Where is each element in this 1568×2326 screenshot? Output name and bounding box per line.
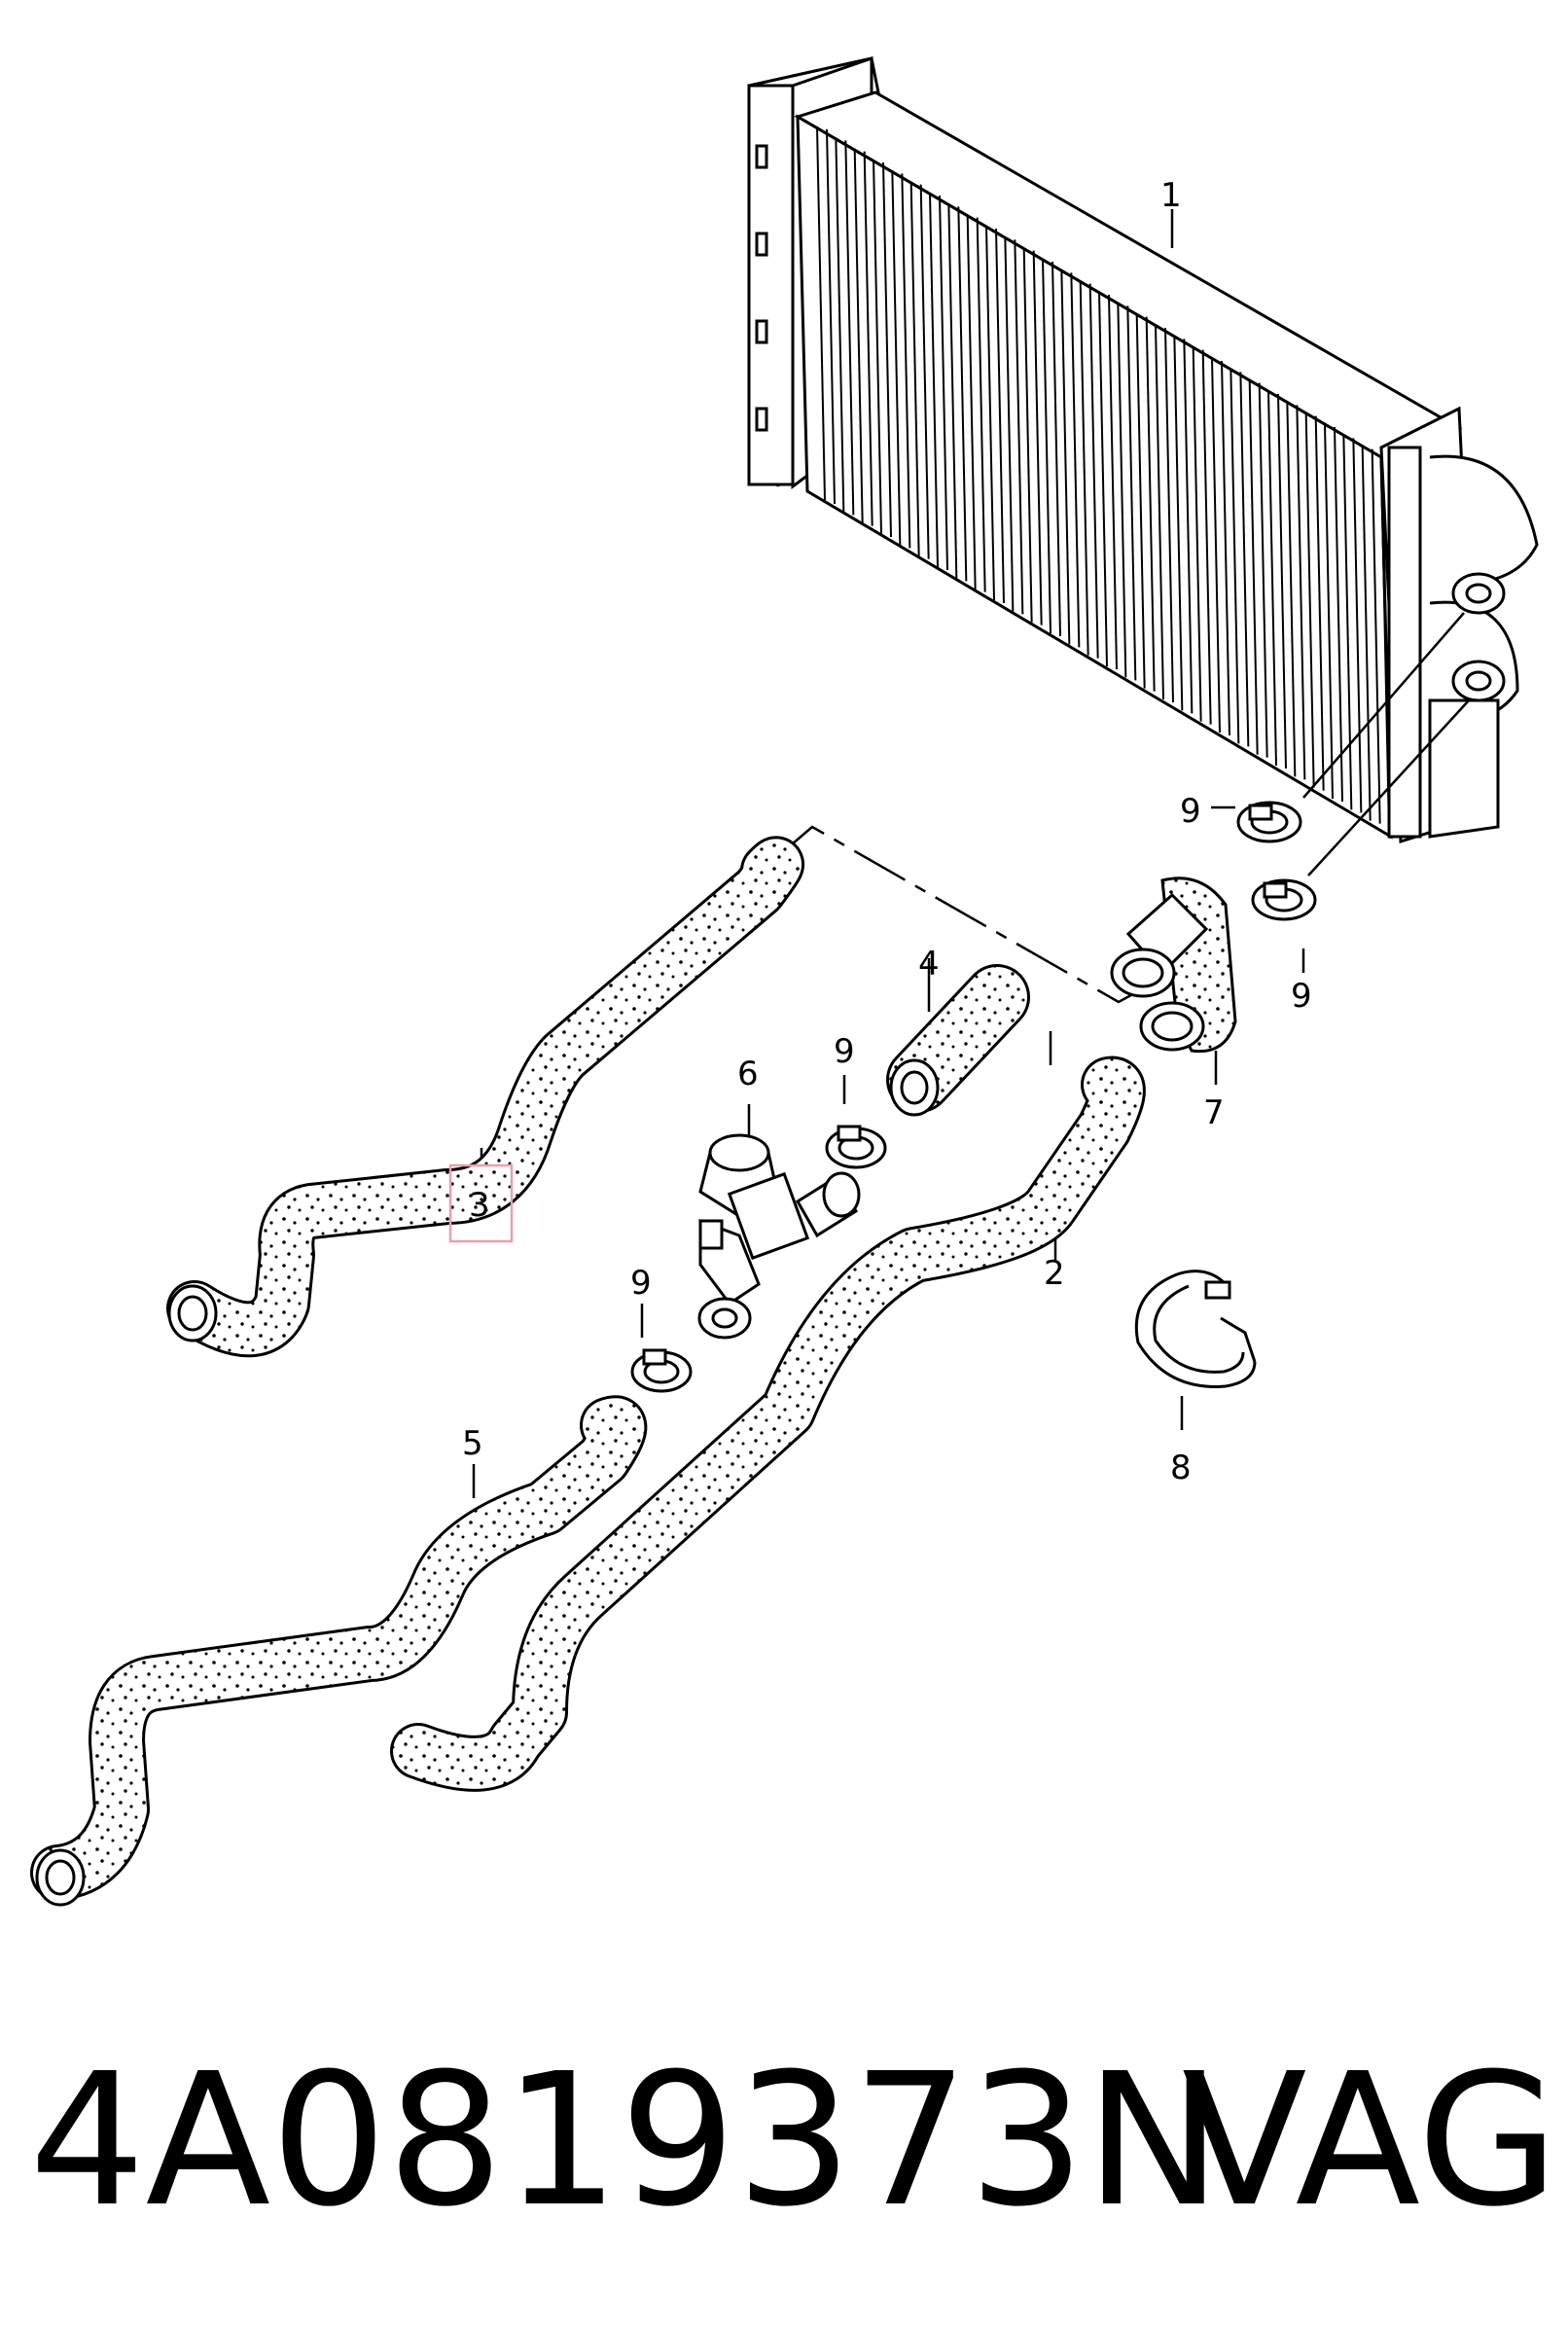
coolant-hose-icon	[886, 964, 1030, 1117]
radiator-fin	[1324, 423, 1334, 800]
radiator-fin	[919, 184, 930, 559]
radiator-fin	[1267, 390, 1277, 767]
coolant-hose-icon	[390, 1056, 1146, 1792]
callout-5: 5	[462, 1424, 483, 1463]
radiator-fin	[1352, 438, 1363, 813]
radiator-fin	[1304, 412, 1315, 788]
radiator-fin	[1361, 446, 1372, 821]
radiator-fin	[901, 173, 911, 549]
radiator-fin	[1032, 250, 1043, 626]
radiator-fin	[873, 159, 882, 535]
radiator-fin	[1014, 239, 1024, 615]
radiator-fin	[1192, 346, 1202, 722]
radiator-fin	[1277, 393, 1287, 769]
radiator-fin	[1173, 336, 1184, 711]
radiator-fin	[985, 225, 995, 601]
radiator-fin	[853, 148, 864, 523]
radiator-fin	[1088, 283, 1099, 659]
coolant-hose-icon	[30, 1395, 648, 1907]
hose-clamp-icon	[825, 1125, 887, 1169]
radiator-fin	[1221, 360, 1230, 736]
radiator-fin	[1051, 261, 1061, 637]
callout-2: 2	[1044, 1254, 1065, 1293]
radiator-fin	[835, 137, 845, 513]
radiator-fin	[816, 125, 826, 502]
radiator-fin	[947, 203, 958, 579]
heater-core-icon	[747, 55, 1539, 844]
radiator-fin	[909, 181, 920, 556]
brand-name: VAG	[1182, 2034, 1559, 2247]
coolant-hose-icon	[166, 836, 804, 1358]
radiator-fin	[1296, 405, 1306, 780]
radiator-fin	[1248, 379, 1259, 755]
radiator-fin	[1042, 258, 1051, 634]
radiator-fin	[1239, 372, 1250, 747]
radiator-fin	[1145, 316, 1156, 692]
radiator-fin	[1135, 313, 1146, 689]
callout-9: 9	[834, 1032, 855, 1071]
callout-4: 4	[918, 945, 940, 984]
radiator-fin	[1286, 402, 1297, 777]
hose-clamp-icon	[630, 1348, 693, 1393]
radiator-fin	[1108, 294, 1118, 670]
radiator-fin	[1371, 448, 1381, 824]
radiator-fin	[1258, 382, 1268, 758]
callout-6: 6	[737, 1055, 759, 1093]
callout-1: 1	[1160, 176, 1182, 215]
callout-3: 3	[469, 1186, 490, 1225]
radiator-fin	[891, 170, 902, 546]
radiator-fin	[1342, 435, 1353, 810]
part-number: 4A0819373N	[29, 2034, 1222, 2247]
radiator-fin	[882, 161, 892, 538]
radiator-fin	[1155, 324, 1164, 700]
callout-9: 9	[630, 1264, 652, 1303]
radiator-fin	[1183, 339, 1194, 714]
radiator-fin	[1126, 305, 1137, 681]
callout-8: 8	[1170, 1449, 1192, 1487]
callout-7: 7	[1203, 1093, 1225, 1132]
radiator-fin	[1004, 236, 1015, 612]
radiator-fin	[1334, 426, 1343, 803]
radiator-fin	[863, 151, 873, 526]
radiator-fin	[957, 206, 968, 582]
radiator-fin	[1060, 269, 1071, 645]
radiator-fin	[826, 128, 836, 505]
radiator-fin	[1098, 291, 1108, 667]
radiator-fin	[1211, 357, 1221, 734]
connection-flange-icon	[1110, 877, 1237, 1054]
coolant-valve-icon	[697, 1133, 861, 1340]
radiator-fin	[929, 192, 939, 568]
radiator-fin	[1201, 349, 1212, 725]
radiator-fin	[1164, 327, 1174, 703]
radiator-fin	[939, 195, 948, 571]
radiator-fin	[1117, 303, 1127, 678]
radiator-fin	[844, 140, 855, 516]
leader-lines	[472, 209, 1470, 1498]
hose-clamp-icon	[1134, 1270, 1257, 1388]
radiator-fin	[1314, 415, 1325, 791]
radiator-fin	[1070, 272, 1081, 648]
highlight-box	[448, 1163, 514, 1243]
radiator-fin	[966, 214, 977, 590]
radiator-fin	[1229, 369, 1240, 744]
hose-clamp-icon	[1236, 801, 1302, 843]
radiator-fin	[995, 228, 1005, 604]
hose-clamp-icon	[1251, 878, 1317, 921]
callout-9: 9	[1180, 792, 1201, 831]
radiator-fin	[1022, 247, 1033, 623]
callout-9: 9	[1291, 977, 1312, 1016]
radiator-fin	[976, 217, 986, 592]
radiator-fin	[1079, 280, 1089, 656]
